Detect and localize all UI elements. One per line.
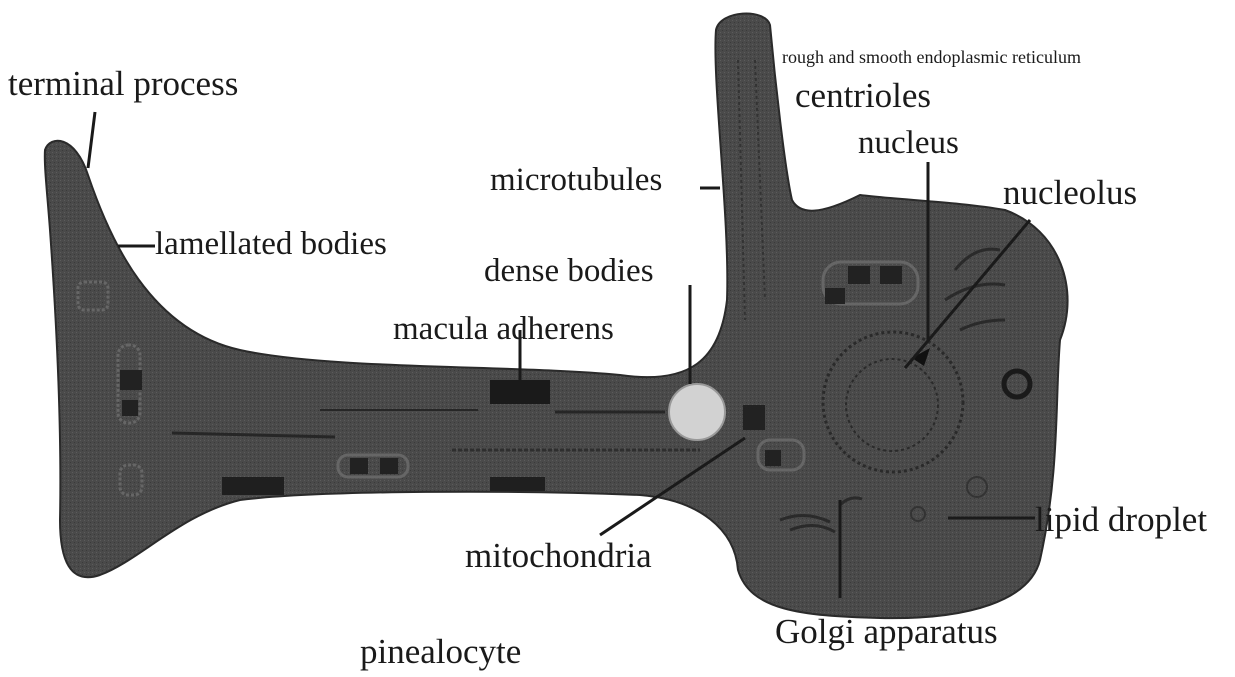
mitochondrion [120,370,142,390]
macula-adherens [490,380,550,404]
label-golgi-apparatus: Golgi apparatus [775,614,998,649]
label-rough-smooth-er: rough and smooth endoplasmic reticulum [782,48,1081,66]
label-microtubules: microtubules [490,164,662,197]
dense-body [669,384,725,440]
mitochondrion [490,477,545,491]
label-nucleolus: nucleolus [1003,175,1137,210]
mitochondrion [825,288,845,304]
label-mitochondria: mitochondria [465,538,652,573]
label-macula-adherens: macula adherens [393,313,614,346]
label-dense-bodies: dense bodies [484,255,654,288]
mitochondrion [350,458,368,474]
label-terminal-process: terminal process [8,66,238,101]
diagram-caption: pinealocyte [360,634,521,669]
mitochondrion [222,477,284,495]
label-lamellated-bodies: lamellated bodies [155,228,387,261]
mitochondrion [880,266,902,284]
label-nucleus: nucleus [858,127,959,160]
label-lipid-droplet: lipid droplet [1035,502,1207,537]
mitochondrion [122,400,138,416]
label-centrioles: centrioles [795,78,931,113]
mitochondrion [380,458,398,474]
mitochondrion [765,450,781,466]
leader-terminal-process [88,112,95,168]
mitochondrion [743,405,765,430]
mitochondrion [848,266,870,284]
